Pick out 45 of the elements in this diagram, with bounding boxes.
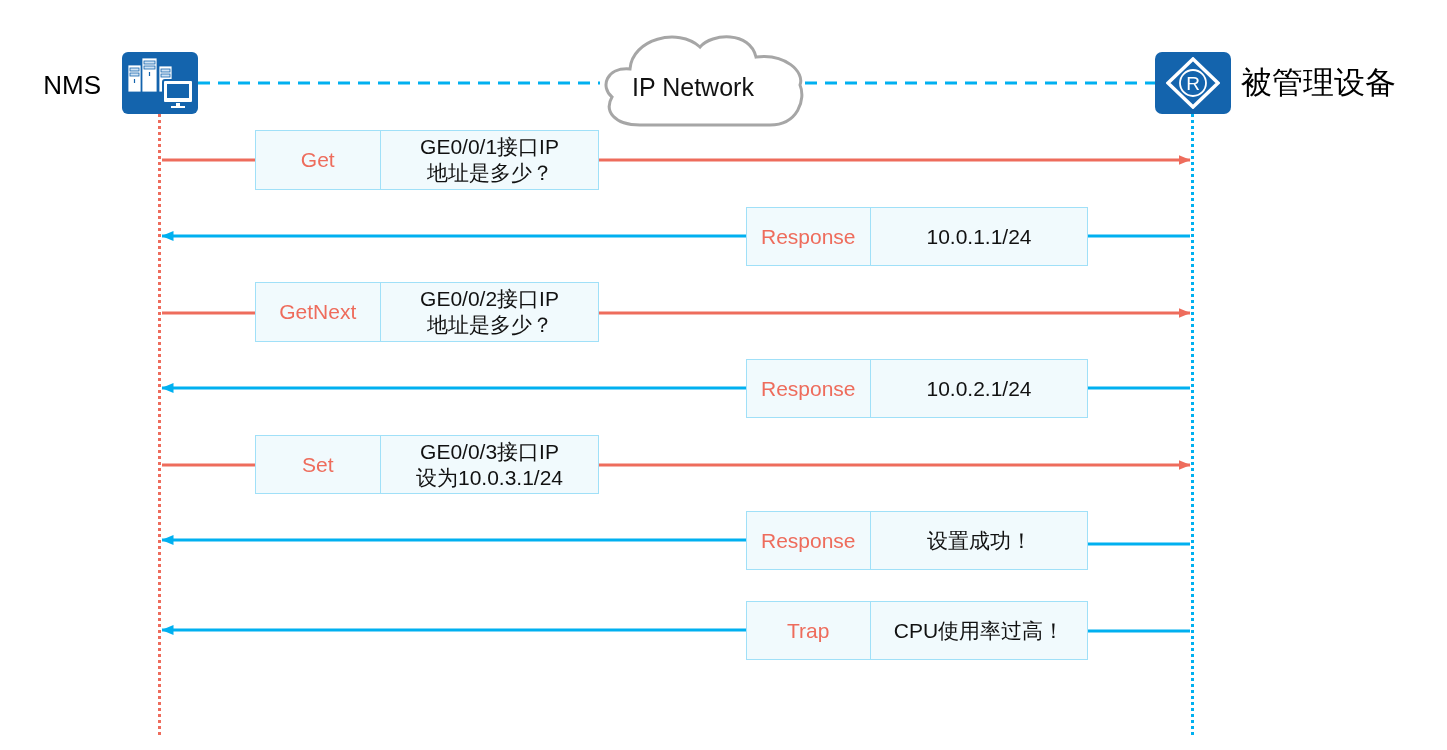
server-computer-icon (122, 52, 198, 114)
message-text: GE0/0/2接口IP地址是多少？ (419, 286, 560, 338)
message-box (746, 601, 1088, 660)
message-text: GE0/0/1接口IP地址是多少？ (419, 134, 560, 186)
message-text: 10.0.1.1/24 (926, 223, 1032, 250)
lifeline (157, 114, 162, 738)
connector-line (1088, 386, 1190, 390)
router-letter: R (1186, 73, 1200, 93)
connector-line (162, 311, 255, 315)
message-type: GetNext (279, 299, 357, 325)
connector-line (1088, 542, 1190, 546)
message-arrow (599, 308, 1191, 318)
message-type: Response (760, 223, 856, 250)
dashed-link (805, 81, 1155, 85)
message-text: CPU使用率过高！ (893, 617, 1065, 644)
message-type: Get (300, 147, 335, 173)
message-box (746, 207, 1088, 266)
message-text: 设置成功！ (926, 527, 1032, 554)
connector-line (162, 158, 255, 162)
connector-line (162, 463, 255, 467)
connector-line (1088, 234, 1190, 238)
message-arrow (599, 460, 1191, 470)
network-label: IP Network (632, 72, 754, 102)
message-type: Trap (787, 617, 830, 644)
message-arrow (599, 155, 1191, 165)
router-tile (1155, 52, 1231, 114)
message-box (255, 130, 599, 190)
message-box (255, 435, 599, 494)
message-type: Response (760, 527, 856, 554)
message-arrow (161, 383, 746, 393)
message-box (746, 359, 1088, 418)
message-arrow (161, 535, 746, 545)
device-label: 被管理设备 (1241, 64, 1396, 102)
message-box (746, 511, 1088, 570)
lifeline (1190, 114, 1195, 738)
message-arrow (161, 625, 746, 635)
connector-line (1088, 629, 1190, 633)
message-type: Set (302, 451, 334, 478)
dashed-link (198, 81, 600, 85)
message-text: GE0/0/3接口IP设为10.0.3.1/24 (414, 438, 565, 491)
message-arrow (161, 231, 746, 241)
message-type: Response (760, 375, 856, 402)
message-box (255, 282, 599, 342)
message-text: 10.0.2.1/24 (926, 375, 1032, 402)
device-label: NMS (43, 70, 101, 102)
